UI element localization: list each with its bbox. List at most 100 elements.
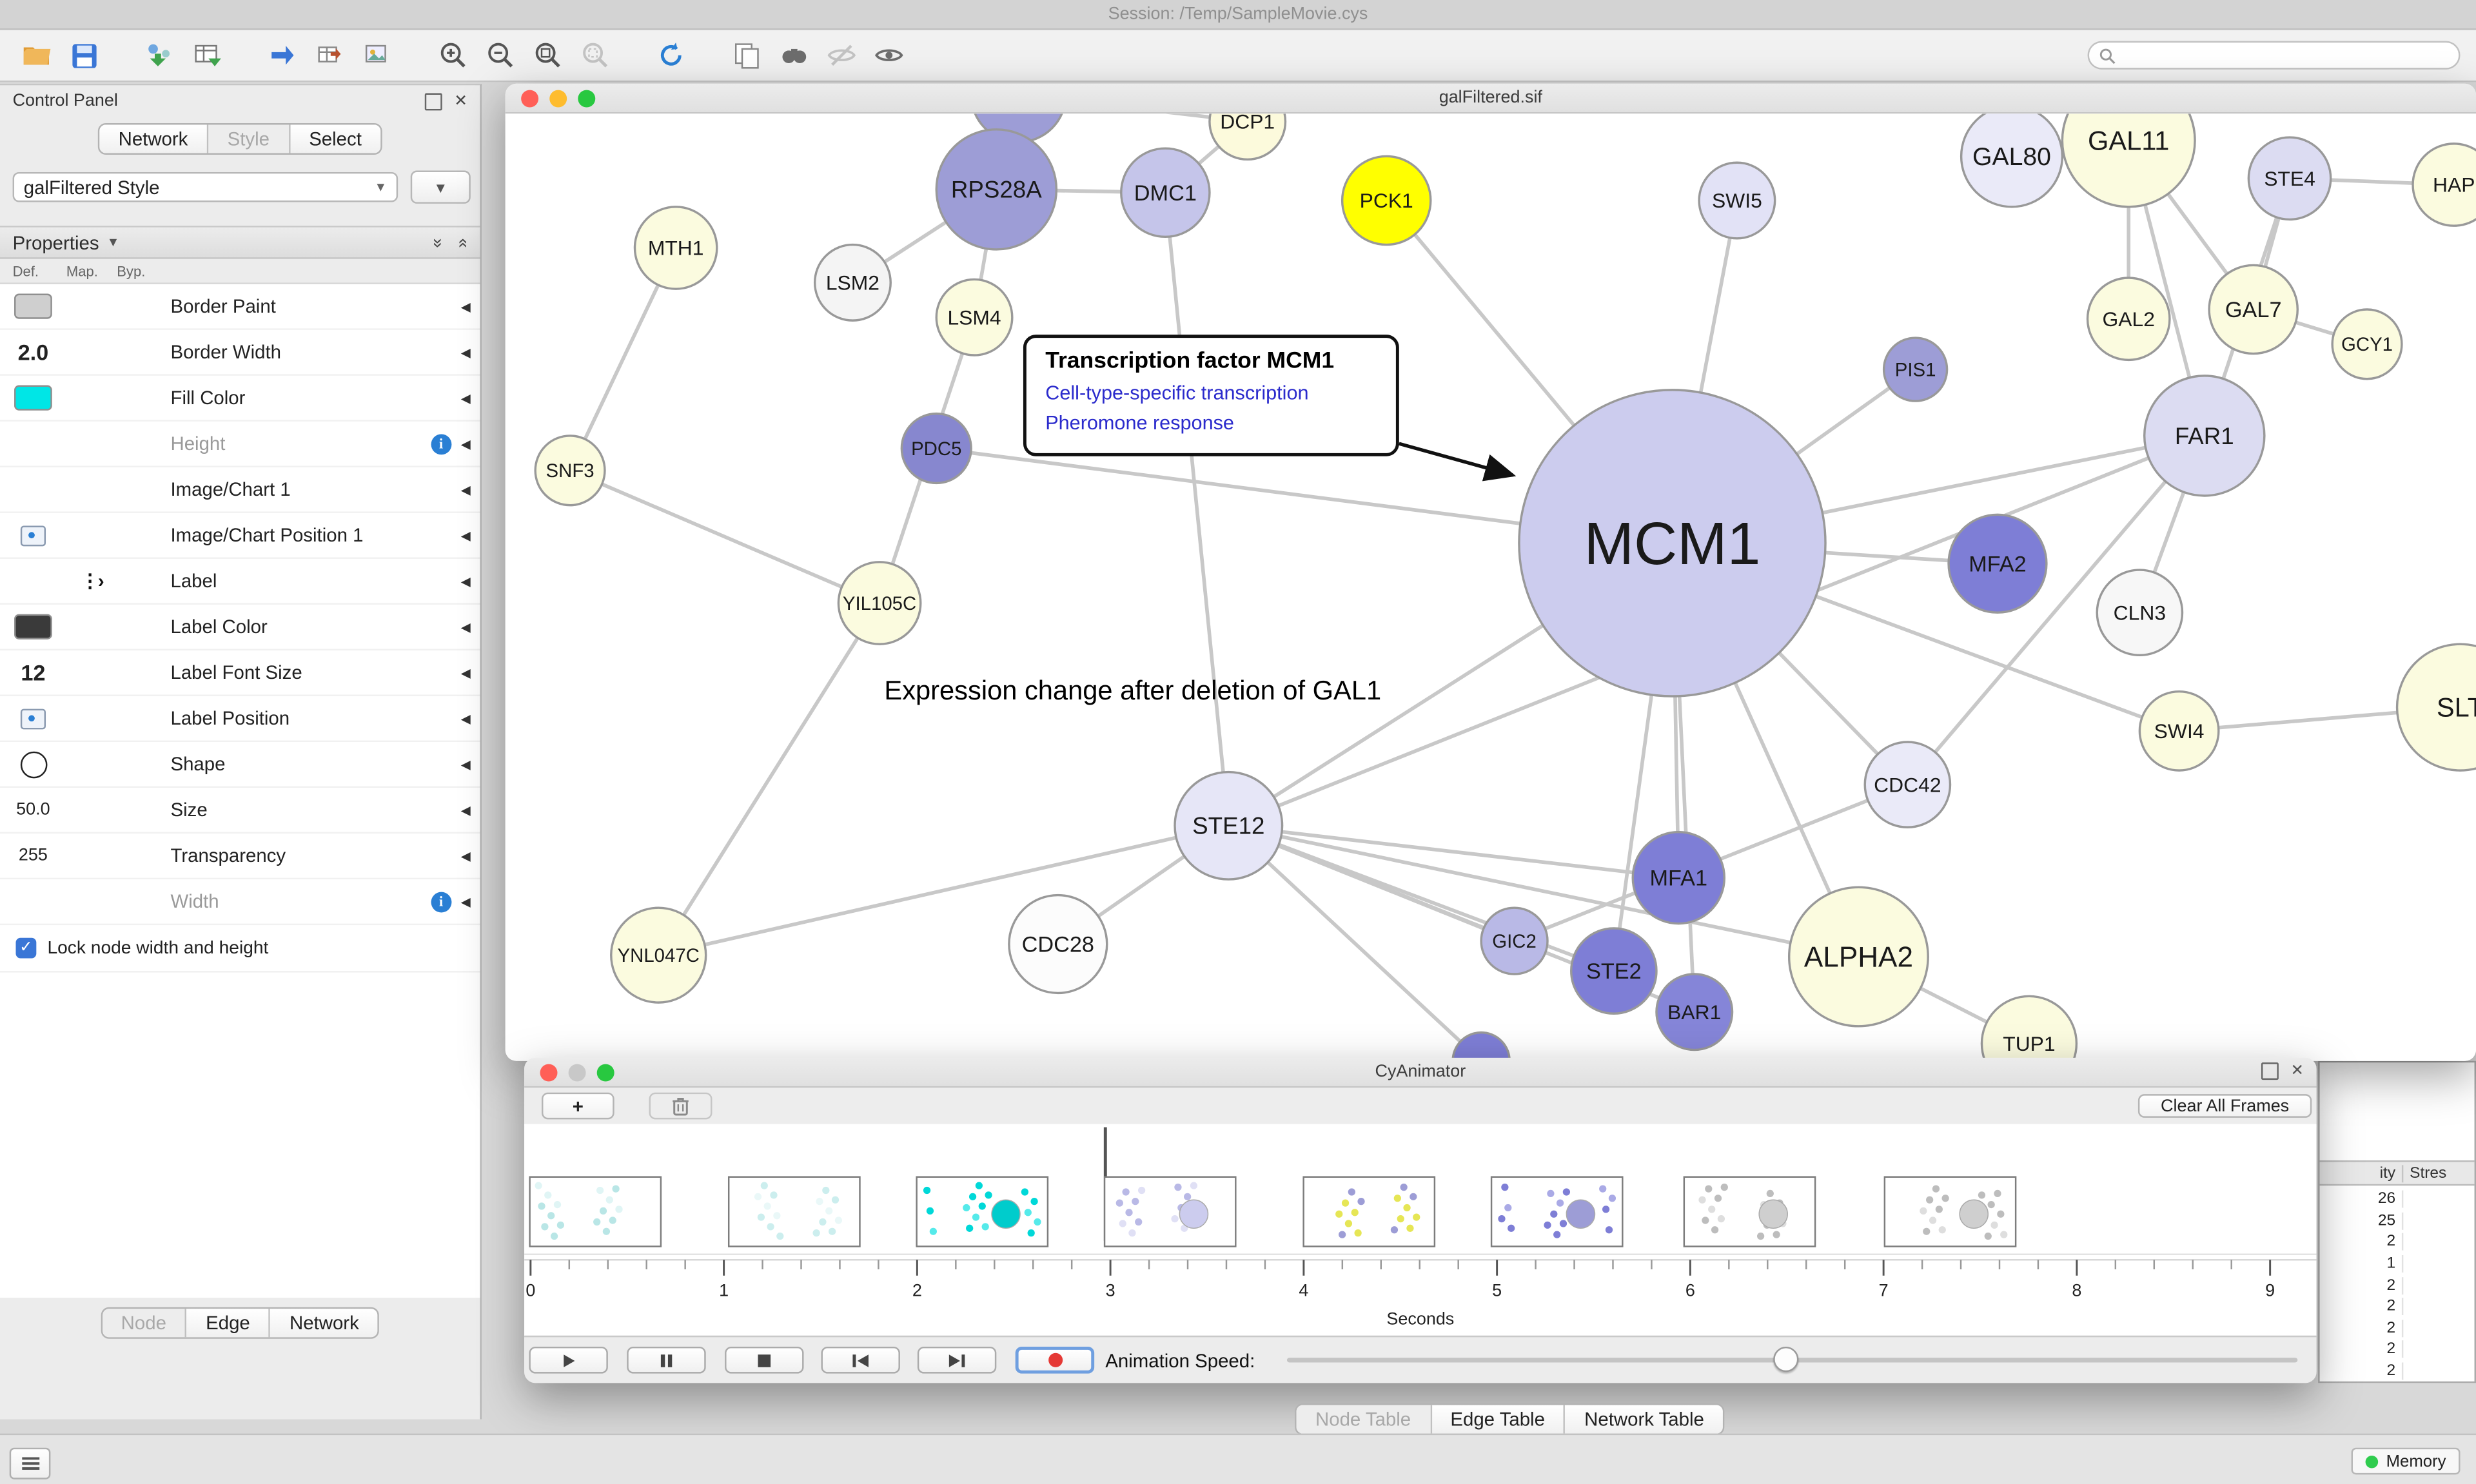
import-network-file-icon[interactable] — [139, 35, 181, 76]
export-table-icon[interactable] — [310, 35, 351, 76]
network-node-PDC5[interactable] — [900, 412, 972, 485]
tab-style[interactable]: Style — [208, 124, 290, 153]
frame-thumbnail-4[interactable] — [1103, 1176, 1237, 1247]
network-edge[interactable] — [569, 469, 881, 605]
network-node-YIL105C[interactable] — [837, 561, 922, 645]
frame-thumbnail-6[interactable] — [1490, 1176, 1624, 1247]
table-row[interactable]: 2 — [2320, 1296, 2475, 1318]
tab-network[interactable]: Network — [99, 124, 209, 153]
collapse-all-icon[interactable]: » — [427, 237, 447, 248]
float-panel-icon[interactable] — [424, 92, 442, 110]
show-all-icon[interactable] — [869, 35, 910, 76]
network-node-GCY1[interactable] — [2331, 308, 2403, 380]
first-neighbors-icon[interactable] — [774, 35, 815, 76]
network-node-SWI5[interactable] — [1698, 161, 1776, 240]
property-row-label-color[interactable]: Label Color◀ — [0, 604, 480, 650]
network-edge[interactable] — [656, 602, 881, 957]
expand-row-icon[interactable]: ◀ — [460, 391, 471, 405]
hide-selected-icon[interactable] — [821, 35, 862, 76]
stop-button[interactable] — [725, 1346, 804, 1374]
zoom-in-icon[interactable] — [433, 35, 474, 76]
tab-network-table[interactable]: Network Table — [1565, 1405, 1724, 1434]
network-edge[interactable] — [1228, 824, 1860, 959]
close-window-button[interactable] — [540, 1064, 558, 1082]
network-node-CDC42[interactable] — [1863, 741, 1952, 828]
network-node-DCP1[interactable] — [1208, 113, 1287, 161]
property-row-border-paint[interactable]: Border Paint◀ — [0, 284, 480, 330]
expand-row-icon[interactable]: ◀ — [460, 299, 471, 314]
table-row[interactable]: 26 — [2320, 1189, 2475, 1210]
network-node-MFA2[interactable] — [1947, 513, 2048, 614]
cyanimator-titlebar[interactable]: CyAnimator ✕ — [524, 1057, 2317, 1088]
clear-all-frames-button[interactable]: Clear All Frames — [2137, 1094, 2312, 1118]
network-node-STE12[interactable] — [1174, 770, 1284, 881]
network-node-GAL7[interactable] — [2208, 264, 2299, 355]
frame-thumbnail-7[interactable] — [1683, 1176, 1816, 1247]
import-network-icon[interactable] — [262, 35, 304, 76]
table-row[interactable]: 25 — [2320, 1210, 2475, 1231]
save-session-icon[interactable] — [63, 35, 104, 76]
network-edge[interactable] — [1227, 824, 1483, 1061]
properties-header[interactable]: Properties ▼ » » — [0, 226, 480, 259]
table-row[interactable]: 2 — [2320, 1232, 2475, 1253]
network-node-LSM2[interactable] — [813, 243, 892, 322]
record-button[interactable] — [1015, 1346, 1095, 1374]
network-edge[interactable] — [658, 824, 1229, 957]
expand-row-icon[interactable]: ◀ — [460, 482, 471, 497]
network-node-TUP1[interactable] — [1980, 995, 2078, 1061]
table-row[interactable]: 2 — [2320, 1360, 2475, 1381]
network-node-SNF3[interactable] — [534, 434, 606, 507]
network-node-YNL047C[interactable] — [610, 906, 707, 1004]
minimize-window-button[interactable] — [568, 1064, 586, 1082]
expand-row-icon[interactable]: ◀ — [460, 848, 471, 863]
search-input[interactable] — [2122, 44, 2450, 66]
close-window-button[interactable] — [521, 90, 539, 108]
network-node-MCM1[interactable] — [1518, 389, 1827, 698]
delete-frame-button[interactable] — [649, 1092, 712, 1120]
import-table-file-icon[interactable] — [186, 35, 228, 76]
network-node-GIC2[interactable] — [1480, 906, 1549, 975]
info-icon[interactable]: i — [431, 891, 452, 912]
play-button[interactable] — [529, 1346, 608, 1374]
expand-row-icon[interactable]: ◀ — [460, 894, 471, 909]
clone-network-icon[interactable] — [727, 35, 768, 76]
network-node-MTH1[interactable] — [633, 206, 718, 290]
annotation-box[interactable]: Transcription factor MCM1 Cell-type-spec… — [1023, 335, 1399, 456]
frame-thumbnail-2[interactable] — [727, 1176, 861, 1247]
default-value-swatch[interactable] — [14, 293, 52, 319]
minimize-window-button[interactable] — [549, 90, 567, 108]
global-search-field[interactable] — [2087, 41, 2461, 70]
frame-thumbnail-5[interactable] — [1302, 1176, 1436, 1247]
property-row-image-chart-1[interactable]: Image/Chart 1◀ — [0, 467, 480, 513]
network-node-STE2[interactable] — [1570, 927, 1658, 1015]
network-node-PIS1[interactable] — [1882, 337, 1949, 402]
go-to-start-button[interactable] — [821, 1346, 900, 1374]
style-options-button[interactable]: ▼ — [410, 170, 471, 204]
show-panels-button[interactable] — [9, 1447, 51, 1479]
expand-row-icon[interactable]: ◀ — [460, 665, 471, 680]
frame-thumbnail-8[interactable] — [1883, 1176, 2017, 1247]
frame-thumbnail-1[interactable] — [529, 1176, 662, 1247]
annotation-link[interactable]: Cell-type-specific transcription — [1045, 382, 1309, 404]
close-panel-icon[interactable]: ✕ — [2290, 1062, 2304, 1080]
expand-row-icon[interactable]: ◀ — [460, 803, 471, 817]
zoom-out-icon[interactable] — [480, 35, 521, 76]
tab-node[interactable]: Node — [102, 1309, 187, 1338]
expand-row-icon[interactable]: ◀ — [460, 436, 471, 451]
network-node-DMC1[interactable] — [1120, 147, 1211, 239]
network-edge[interactable] — [1228, 824, 1679, 880]
network-node-ALPHA2[interactable] — [1787, 886, 1929, 1028]
property-row-label-position[interactable]: Label Position◀ — [0, 696, 480, 743]
refresh-view-icon[interactable] — [651, 35, 692, 76]
network-node-GAL80[interactable] — [1960, 113, 2064, 208]
network-node-GAL2[interactable] — [2086, 277, 2171, 362]
table-column-header[interactable]: ity — [2320, 1164, 2404, 1182]
expand-row-icon[interactable]: ◀ — [460, 620, 471, 634]
network-node-RPS28A[interactable] — [935, 128, 1058, 251]
close-panel-icon[interactable]: ✕ — [454, 92, 467, 110]
